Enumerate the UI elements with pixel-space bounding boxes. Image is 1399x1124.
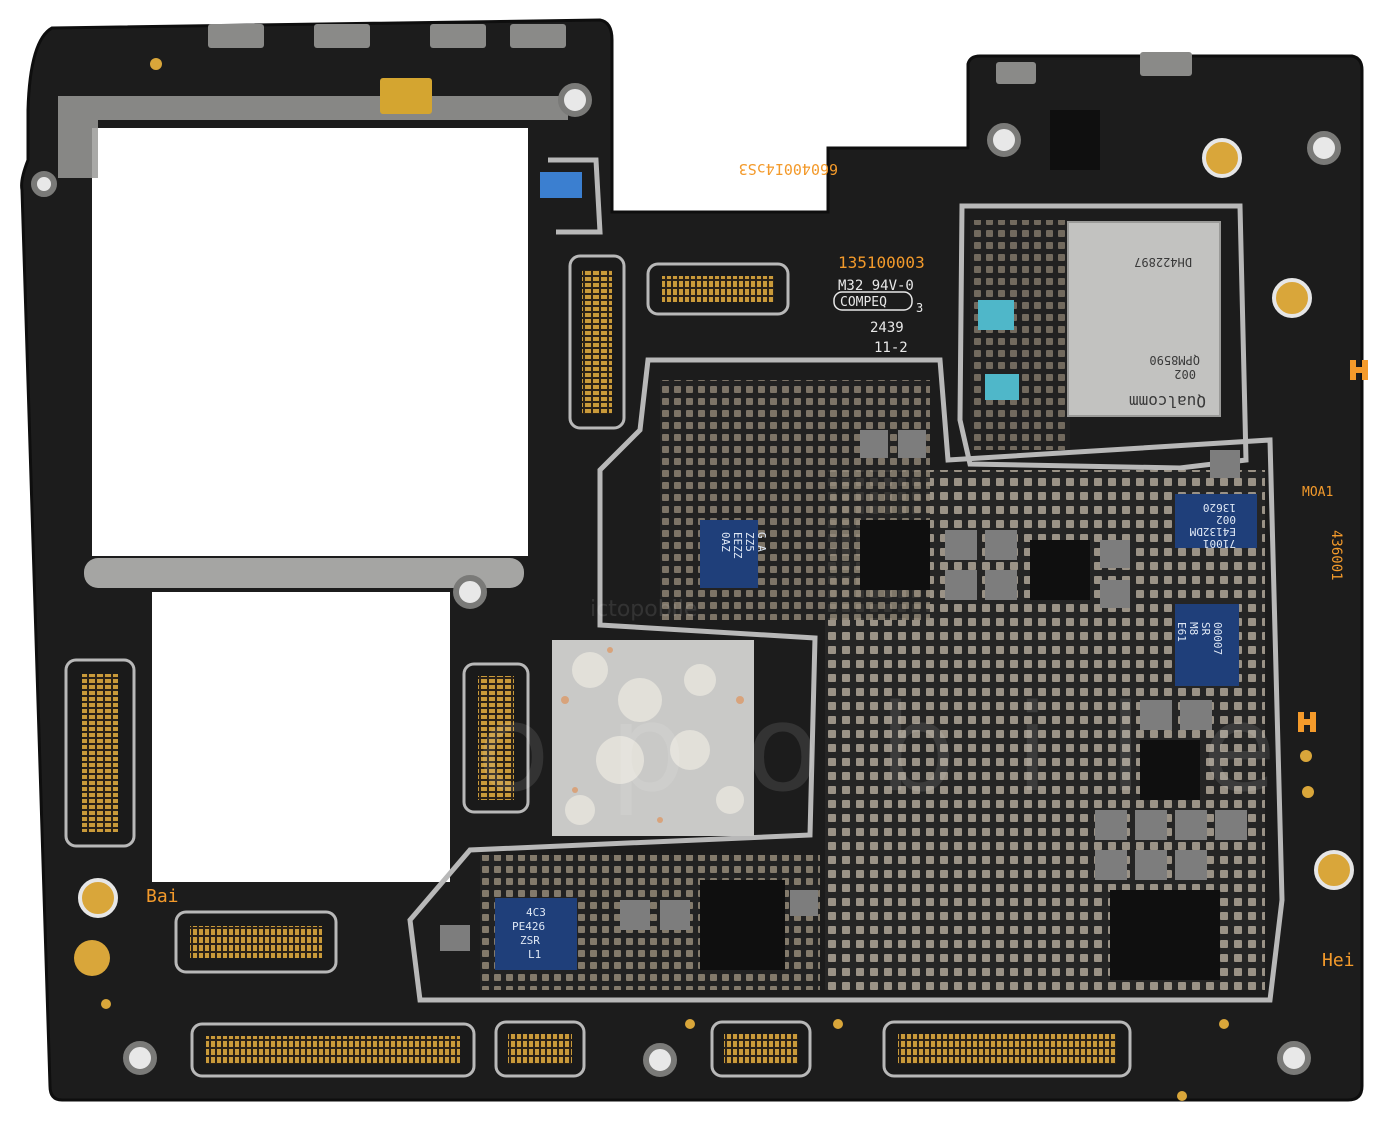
component-field-rf (970, 220, 1070, 450)
connector-bottom-long-pins (206, 1036, 460, 1064)
silk-compeq: COMPEQ (840, 295, 887, 310)
bracket-middle (84, 558, 524, 588)
connector-left-vertical-pins (82, 674, 118, 832)
top-edge-connectors (208, 24, 1192, 84)
gold-test-pad-large (74, 940, 110, 976)
pmic-chip-d (1175, 604, 1239, 686)
qpm-shield (1067, 221, 1221, 417)
connector-mid-vertical-pins (478, 676, 514, 800)
pmic-d-line4: E61 (1175, 622, 1188, 642)
small-cyan-part-2 (985, 374, 1019, 400)
silk-hei: Hei (1322, 950, 1355, 971)
qpm-brand: Qualcomm (1129, 392, 1206, 411)
orange-h-markers (1298, 360, 1368, 732)
qpm-rev: 002 (1174, 367, 1196, 381)
shield-frame-left (548, 157, 603, 235)
pmic-a-line2: EEZZ (731, 532, 744, 559)
inductor-grid (440, 430, 1247, 951)
qpm-model: QPM8590 (1149, 353, 1200, 367)
pmic-b-line1: 4C3 (526, 906, 546, 919)
pmic-c-line2: E4132DM (1189, 525, 1236, 538)
small-blue-part (540, 172, 582, 198)
watermark-text-small: ictopobile (590, 597, 697, 622)
window-lower (152, 592, 450, 882)
silk-code-side: 436001 (1328, 530, 1344, 581)
silk-part-no: 135100003 (838, 253, 925, 272)
pmic-b-line2: PE426 (512, 920, 545, 933)
gold-test-pads (101, 58, 1314, 1101)
coax-connectors (78, 138, 1354, 918)
small-cyan-part-1 (978, 300, 1014, 330)
pmic-c-line3: 002 (1216, 513, 1236, 526)
silk-code-top: 660400I4ɔS3 (739, 160, 838, 178)
pmic-a-text: 0AZ EEZZ ZZ5 G A (719, 532, 768, 559)
silk-bai: Bai (146, 886, 179, 907)
connector-bottom-left-pins (190, 926, 322, 958)
pmic-d-line1: 00007 (1211, 622, 1224, 655)
connector-top-horizontal-pins (662, 276, 774, 302)
pmic-d-text: 00007 SR M8 E61 (1175, 622, 1224, 655)
silk-date2: 11-2 (874, 340, 908, 356)
connector-top-vertical-pins (582, 270, 612, 414)
watermark-text: ictopobile (150, 680, 1336, 819)
silk-compeq-suffix: 3 (916, 301, 923, 315)
pmic-b-text: 4C3 PE426 ZSR L1 (512, 906, 546, 961)
screw-holes (31, 83, 1341, 1077)
bracket-upper (58, 96, 568, 178)
connector-bottom-right-pins (898, 1034, 1116, 1064)
pmic-c-text: 71001 E4132DM 002 13620 (1189, 501, 1236, 550)
pmic-c-line4: 13620 (1203, 501, 1236, 514)
gold-shield-can (380, 78, 432, 114)
pmic-d-line3: M8 (1187, 622, 1200, 635)
connector-bottom-mid-1-pins (508, 1034, 572, 1064)
pmic-chip-b (495, 898, 577, 970)
pmic-b-line4: L1 (528, 948, 541, 961)
silk-m32: M32 94V-0 (838, 278, 914, 294)
ic-dark-group (700, 110, 1220, 980)
pmic-d-line2: SR (1199, 622, 1212, 636)
shield-frame-rf (957, 203, 1249, 471)
window-upper (92, 128, 528, 556)
soc-shield-texture (565, 652, 744, 825)
silk-compeq-box (833, 291, 913, 311)
pmic-a-line3: ZZ5 (743, 532, 756, 552)
pmic-chip-a (700, 520, 758, 588)
qpm-serial: DH422897 (1134, 255, 1192, 269)
connector-bottom-mid-2-pins (724, 1034, 798, 1064)
pmic-c-line1: 71001 (1203, 537, 1236, 550)
soc-shield-orange-spots (561, 647, 744, 823)
shield-frame-main (407, 357, 1285, 1003)
pmic-a-line1: 0AZ (719, 532, 732, 552)
pmic-b-line3: ZSR (520, 934, 540, 947)
pmic-a-line4: G A (755, 532, 768, 552)
silk-date1: 2439 (870, 320, 904, 336)
pmic-chip-c (1175, 494, 1257, 548)
silk-moa: MOA1 (1302, 485, 1333, 500)
